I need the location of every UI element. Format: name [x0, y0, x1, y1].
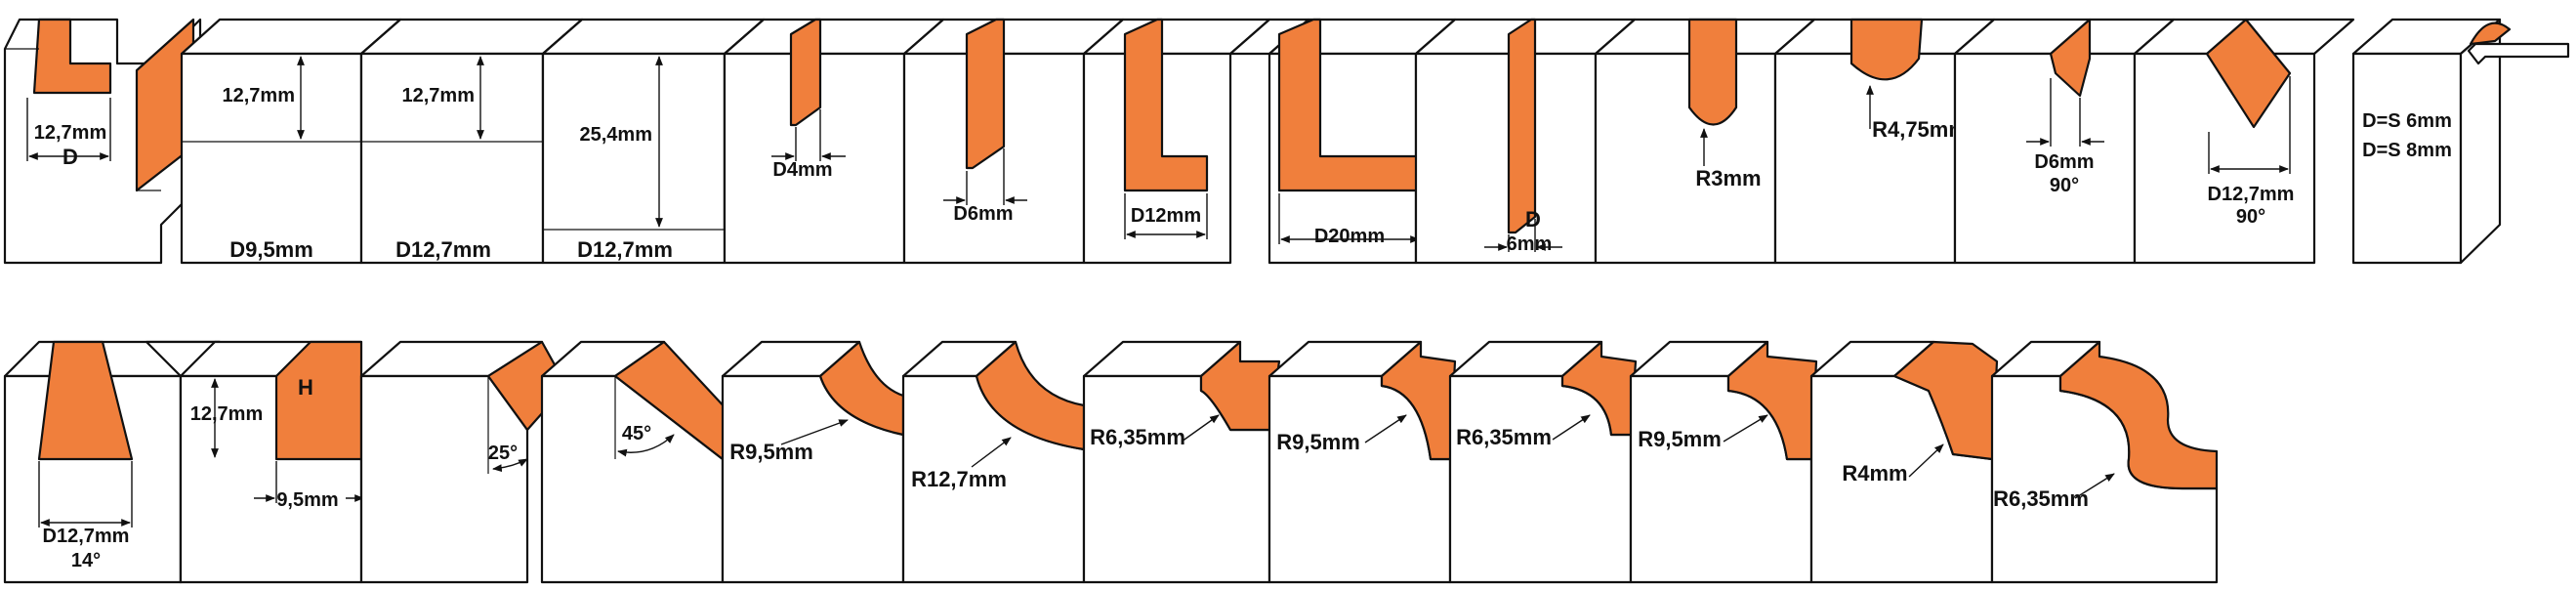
- cove-r9-5-label: R9,5mm: [729, 440, 813, 464]
- groove-d12-label: D12mm: [1131, 205, 1201, 227]
- groove-profile-d6: D6mm: [902, 18, 1125, 265]
- rebate-d-label: D: [62, 145, 78, 169]
- groove-profile-d12: D12mm: [1082, 18, 1310, 265]
- groove-d6-label: D6mm: [953, 203, 1013, 225]
- roman-ogee-r6-35-label: R6,35mm: [1456, 425, 1552, 449]
- rebate-h-label: H: [298, 375, 313, 400]
- cove-profile-r12-7: R12,7mm: [901, 340, 1086, 584]
- groove-6mm-label: 6mm: [1507, 233, 1553, 255]
- v-groove-d12-7-angle-label: 90°: [2236, 206, 2265, 228]
- core-box-profile-r4-75: R4,75mm: [1773, 18, 1996, 265]
- straight-deep-diameter-label: D12,7mm: [577, 237, 673, 262]
- classical-profile-r4: R4mm: [1809, 340, 1999, 584]
- rebate-width-label: 12,7mm: [34, 122, 107, 144]
- keyhole-d6-label: D=S 6mm: [2362, 110, 2452, 132]
- roman-ogee-profile-r6-35: R6,35mm: [1448, 340, 1638, 584]
- groove-d4-label: D4mm: [772, 159, 832, 181]
- groove-profile-d-6mm: D 6mm: [1414, 18, 1637, 265]
- ogee-r9-5-label: R9,5mm: [1276, 430, 1360, 454]
- dovetail-angle-label: 14°: [71, 550, 101, 571]
- ogee-r6-35-label: R6,35mm: [1090, 425, 1185, 449]
- cove-profile-r9-5: R9,5mm: [721, 340, 905, 584]
- cove-r12-7-label: R12,7mm: [911, 467, 1007, 491]
- roman-ogee-r9-5-label: R9,5mm: [1638, 427, 1722, 451]
- classical-r4-label: R4mm: [1842, 461, 1907, 485]
- keyhole-profile: D=S 6mm D=S 8mm: [2351, 18, 2570, 265]
- v-groove-profile-d6: D6mm 90°: [1953, 18, 2176, 265]
- roman-ogee-profile-r9-5: R9,5mm: [1629, 340, 1818, 584]
- rebate-profile-h: 12,7mm H 9,5mm: [179, 340, 364, 584]
- keyhole-d8-label: D=S 8mm: [2362, 140, 2452, 161]
- core-box-r4-75-label: R4,75mm: [1872, 117, 1968, 142]
- rebate-h-depth-label: 12,7mm: [190, 403, 264, 425]
- chamfer-profile-45: 45°: [540, 340, 729, 584]
- v-groove-d12-7-label: D12,7mm: [2208, 184, 2295, 205]
- chamfer-profile-25: 25°: [359, 340, 568, 584]
- v-groove-d6-angle-label: 90°: [2050, 175, 2079, 196]
- straight-d9-5-depth-label: 12,7mm: [223, 85, 296, 106]
- rebate-profile: 12,7mm D: [3, 18, 202, 265]
- chamfer-25-label: 25°: [488, 443, 518, 464]
- groove-d20-label: D20mm: [1314, 226, 1385, 247]
- classical-r6-35-label: R6,35mm: [1993, 486, 2089, 511]
- groove-d-label: D: [1525, 207, 1541, 232]
- dovetail-d-label: D12,7mm: [43, 526, 130, 547]
- round-nose-r3-label: R3mm: [1695, 166, 1761, 190]
- v-groove-profile-d12-7: D12,7mm 90°: [2133, 18, 2355, 265]
- straight-deep-depth-label: 25,4mm: [580, 124, 653, 146]
- groove-profile-d4: D4mm: [723, 18, 945, 265]
- rebate-h-width-label: 9,5mm: [276, 489, 338, 511]
- straight-d12-7-depth-label: 12,7mm: [402, 85, 476, 106]
- v-groove-d6-label: D6mm: [2034, 151, 2094, 173]
- ogee-profile-r9-5: R9,5mm: [1267, 340, 1457, 584]
- ogee-profile-r6-35: R6,35mm: [1082, 340, 1281, 584]
- straight-d12-7-diameter-label: D12,7mm: [395, 237, 491, 262]
- chamfer-45-label: 45°: [622, 423, 651, 444]
- classical-profile-r6-35: R6,35mm: [1990, 340, 2219, 584]
- straight-d9-5-diameter-label: D9,5mm: [229, 237, 313, 262]
